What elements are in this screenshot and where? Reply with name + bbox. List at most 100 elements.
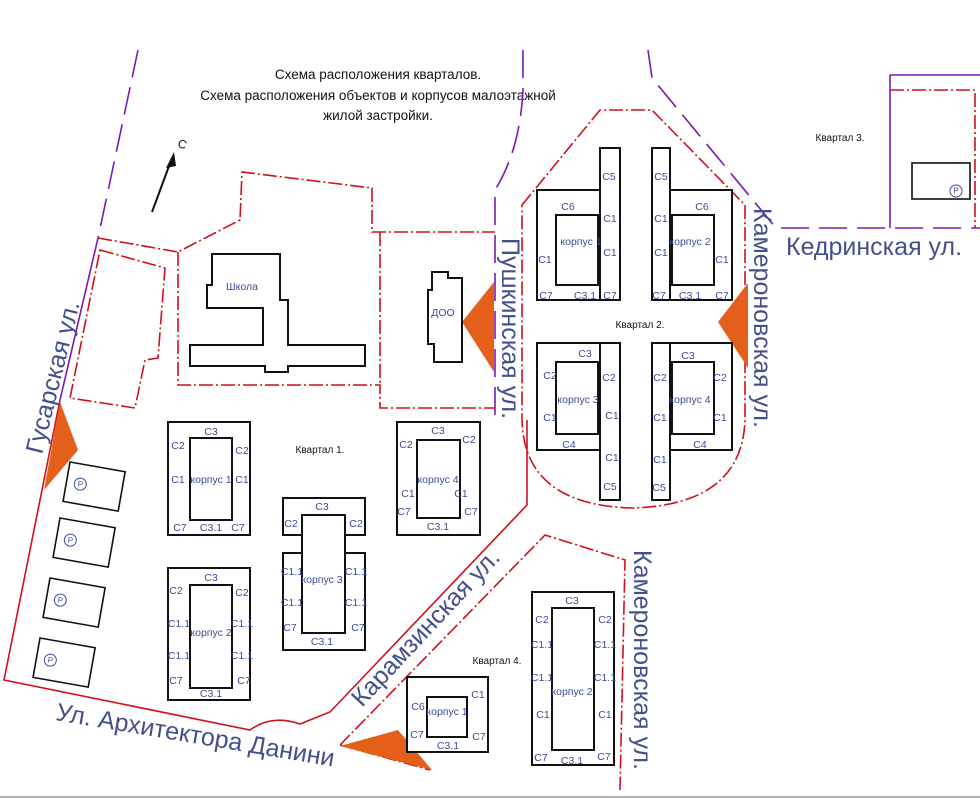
section-label: С3: [315, 501, 329, 513]
street-lines: [59, 49, 980, 420]
section-label: С6: [411, 701, 425, 713]
building-name: корпус 1: [190, 474, 231, 486]
section-label: С2: [169, 585, 183, 597]
section-label: С7: [539, 290, 553, 302]
street-kedrinskaya: Кедринская ул.: [786, 233, 962, 261]
north-arrow-icon: С: [151, 136, 189, 213]
quarter-boundaries: [3, 89, 976, 791]
section-label: С3.1: [679, 290, 701, 302]
parking-label: P: [77, 479, 84, 489]
section-label: С2: [462, 434, 476, 446]
building-name: корпус 1: [426, 706, 467, 718]
section-label: С2: [653, 372, 667, 384]
section-label: С1: [653, 412, 667, 424]
section-label: С7: [652, 290, 666, 302]
section-label: С1.1: [231, 618, 253, 630]
section-label: С1: [603, 247, 617, 259]
section-label: С2: [171, 440, 185, 452]
section-label: С7: [464, 506, 478, 518]
section-label: С1: [471, 689, 485, 701]
section-label: С4: [693, 439, 707, 451]
section-label: С5: [654, 171, 668, 183]
section-label: С2: [399, 439, 413, 451]
school-label: Школа: [226, 281, 258, 293]
section-label: С1: [538, 254, 552, 266]
section-label: С3.1: [311, 636, 333, 648]
section-label: С6: [561, 201, 575, 213]
title-line-1: Схема расположения кварталов.: [275, 67, 481, 82]
entrance-kameronovskaya: [718, 283, 748, 368]
parking-lot: P: [42, 577, 107, 629]
parking-label: P: [57, 595, 64, 605]
school-building: Школа: [189, 253, 366, 373]
section-label: С1: [713, 412, 727, 424]
section-label: С1.1: [281, 566, 303, 578]
kindergarten-building: ДОО: [427, 271, 463, 363]
quarter-3-label: Квартал 3.: [816, 133, 865, 144]
section-label: С1: [235, 474, 249, 486]
section-label: С7: [283, 622, 297, 634]
entrance-danini: [340, 730, 432, 770]
building-name: корпус 1: [560, 236, 601, 248]
section-label: С7: [397, 506, 411, 518]
parking-label: P: [67, 535, 74, 545]
section-label: С3: [565, 595, 579, 607]
building-name: корпус 3: [301, 574, 342, 586]
section-label: С3.1: [200, 688, 222, 700]
section-label: С5: [603, 481, 617, 493]
section-label: С7: [237, 675, 251, 687]
section-label: С7: [534, 752, 548, 764]
parking-lot: P: [911, 162, 971, 200]
street-pushkinskaya: Пушкинская ул.: [496, 238, 524, 419]
building-name: корпус 2: [669, 236, 710, 248]
kindergarten-label: ДОО: [431, 307, 454, 319]
section-label: С1.1: [168, 618, 190, 630]
section-label: С1: [605, 410, 619, 422]
section-label: С7: [715, 290, 729, 302]
section-label: С2: [284, 518, 298, 530]
parking-icon: [73, 477, 87, 491]
building-name: корпус 4: [417, 474, 458, 486]
parking-lot: P: [52, 517, 117, 569]
section-label: С3: [204, 572, 218, 584]
section-label: С3.1: [574, 290, 596, 302]
section-label: С1.1: [231, 650, 253, 662]
section-label: С5: [602, 171, 616, 183]
section-label: С4: [562, 439, 576, 451]
section-label: С7: [169, 675, 183, 687]
section-label: С2: [598, 614, 612, 626]
building-name: корпус 2: [190, 627, 231, 639]
section-label: С2: [235, 587, 249, 599]
section-label: С1.1: [531, 639, 553, 651]
section-label: С1.1: [531, 672, 553, 684]
section-label: С1.1: [345, 566, 367, 578]
section-label: С3.1: [561, 755, 583, 767]
section-label: С2: [602, 372, 616, 384]
street-danini: Ул. Архитектора Данини: [54, 698, 337, 772]
entrance-markers: [44, 282, 748, 770]
section-label: С1.1: [281, 597, 303, 609]
section-label: С1: [654, 213, 668, 225]
section-label: С1: [543, 412, 557, 424]
section-label: С3: [578, 348, 592, 360]
section-label: С2: [543, 370, 557, 382]
section-label: С1: [536, 709, 550, 721]
section-label: С7: [472, 731, 486, 743]
quarter-4-label: Квартал 4.: [473, 656, 522, 667]
street-gusarskaya: Гусарская ул.: [21, 298, 86, 456]
section-label: С2: [235, 445, 249, 457]
building-name: корпус 4: [669, 394, 710, 406]
parking-label: P: [953, 187, 958, 196]
section-label: С7: [603, 290, 617, 302]
street-kameronovskaya-upper: Камероновская ул.: [748, 208, 776, 428]
north-label: С: [176, 136, 189, 152]
entrance-pushkinskaya: [462, 282, 494, 372]
